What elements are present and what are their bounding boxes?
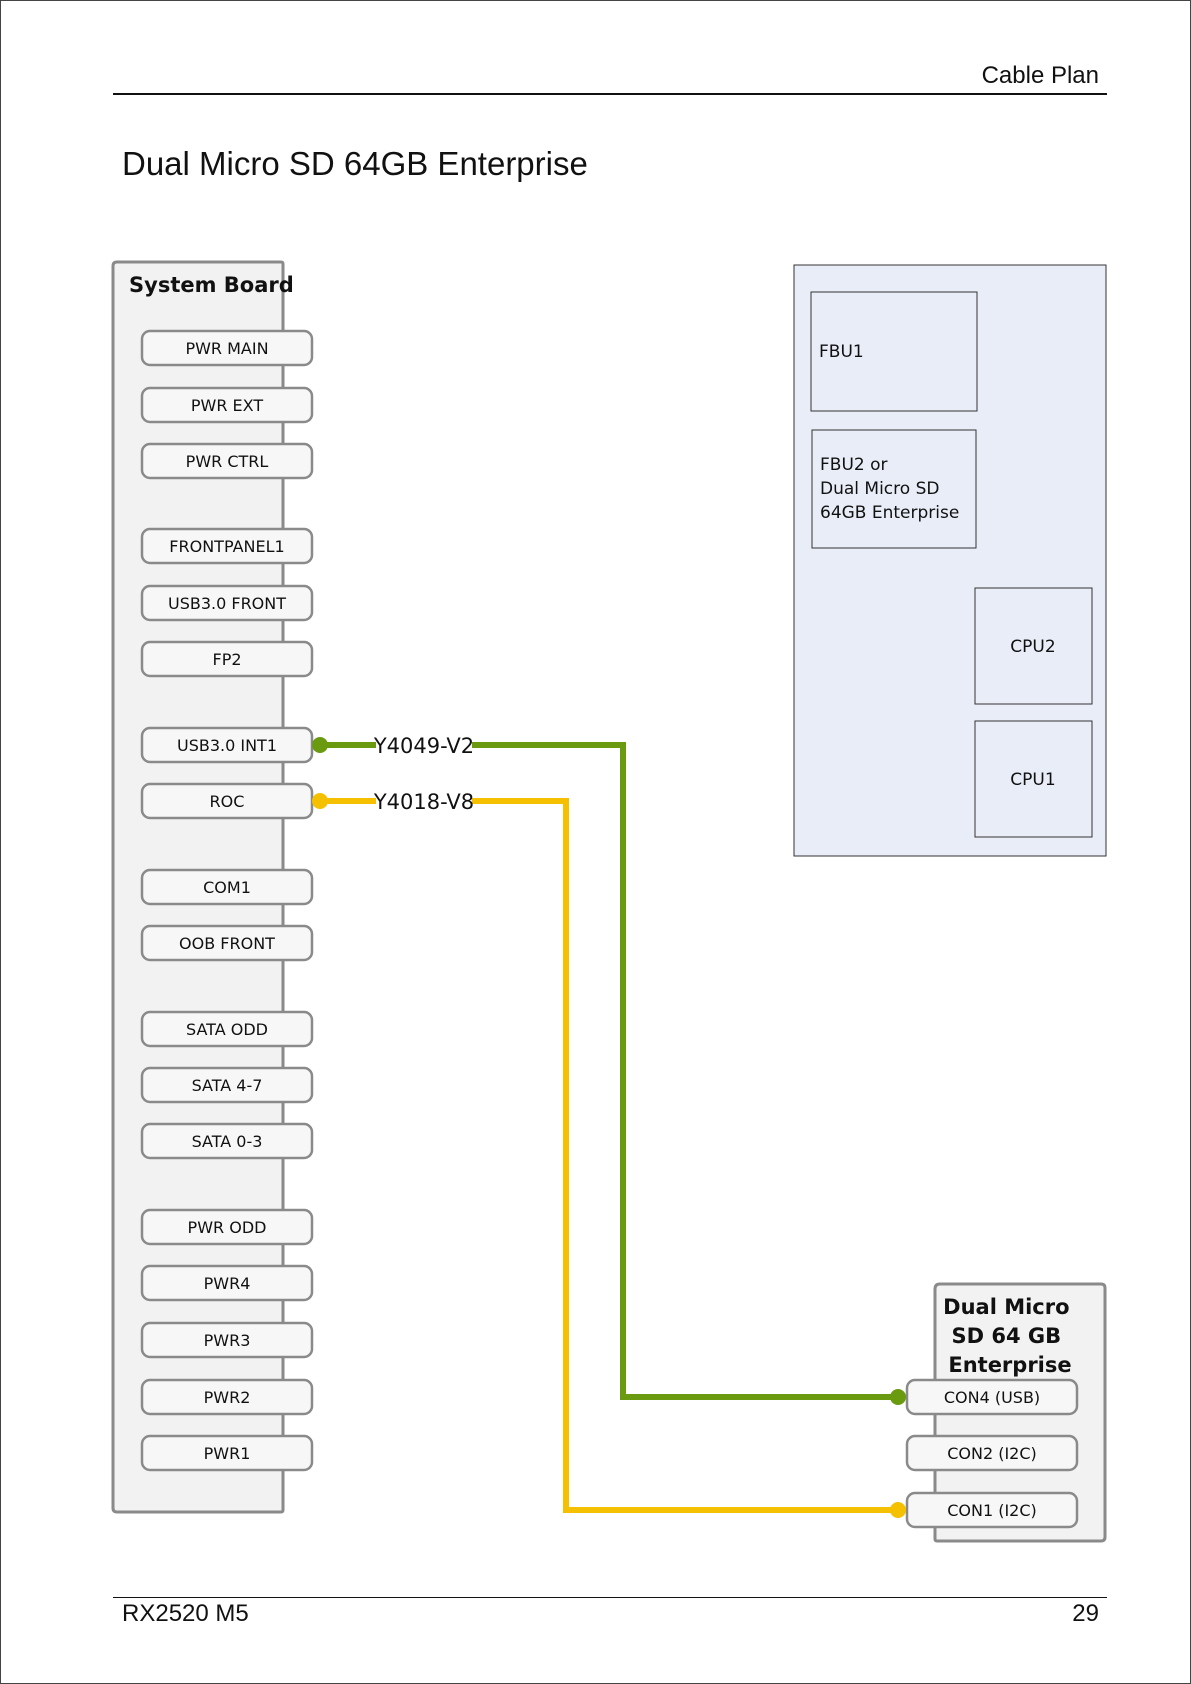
system-board-connector: SATA 4-7 bbox=[140, 1066, 314, 1104]
system-board: System Board PWR MAIN PWR EXT PWR CTRL FRON… bbox=[111, 260, 314, 1514]
cable-label: Y4049-V2 bbox=[373, 734, 474, 758]
system-board-connector-label: SATA 0-3 bbox=[192, 1132, 263, 1151]
fbu1-label: FBU1 bbox=[819, 342, 864, 362]
system-board-connector: FRONTPANEL1 bbox=[140, 527, 314, 565]
system-board-connector-label: PWR1 bbox=[204, 1444, 251, 1463]
module-title-line-1: Dual Micro bbox=[943, 1295, 1069, 1319]
system-board-connector: PWR1 bbox=[140, 1434, 314, 1472]
fbu2-line-3: 64GB Enterprise bbox=[820, 503, 959, 523]
system-board-connector: COM1 bbox=[140, 868, 314, 906]
module-connector: CON2 (I2C) bbox=[905, 1434, 1079, 1472]
cable-endpoint bbox=[890, 1389, 906, 1405]
system-board-connector-label: PWR2 bbox=[204, 1388, 251, 1407]
system-board-connector: PWR2 bbox=[140, 1378, 314, 1416]
system-board-connector-label: PWR MAIN bbox=[185, 339, 268, 358]
cpu1-label: CPU1 bbox=[1010, 770, 1055, 790]
system-board-connector-label: FRONTPANEL1 bbox=[169, 537, 284, 556]
footer-page-number: 29 bbox=[1072, 1600, 1099, 1627]
module-title-line-3: Enterprise bbox=[948, 1353, 1071, 1377]
fbu2-line-2: Dual Micro SD bbox=[820, 479, 939, 499]
cable-endpoint bbox=[890, 1502, 906, 1518]
module-connector: CON4 (USB) bbox=[905, 1378, 1079, 1416]
system-board-connector: OOB FRONT bbox=[140, 924, 314, 962]
system-board-connector-label: OOB FRONT bbox=[179, 934, 275, 953]
header-rule bbox=[113, 93, 1107, 95]
cpu1-socket: CPU1 bbox=[974, 720, 1093, 838]
system-board-connector-label: USB3.0 FRONT bbox=[168, 594, 286, 613]
system-board-connector-label: SATA ODD bbox=[186, 1020, 268, 1039]
module-connector: CON1 (I2C) bbox=[905, 1491, 1079, 1529]
system-board-connector-label: PWR4 bbox=[204, 1274, 251, 1293]
fbu2-label: FBU2 or Dual Micro SD 64GB Enterprise bbox=[820, 455, 959, 523]
system-board-connector: PWR3 bbox=[140, 1321, 314, 1359]
system-board-connector-label: SATA 4-7 bbox=[192, 1076, 263, 1095]
module-title: Dual Micro SD 64 GB Enterprise bbox=[943, 1295, 1077, 1377]
cable-y4049-v2: Y4049-V2 bbox=[312, 731, 906, 1405]
fbu1-slot: FBU1 bbox=[810, 291, 978, 412]
system-board-connector-label: USB3.0 INT1 bbox=[177, 736, 277, 755]
system-board-connector-label: FP2 bbox=[212, 650, 241, 669]
cable-label: Y4018-V8 bbox=[373, 790, 474, 814]
module-connector-label: CON1 (I2C) bbox=[947, 1501, 1037, 1520]
dual-micro-sd-module: Dual Micro SD 64 GB Enterprise CON4 (USB… bbox=[905, 1282, 1107, 1543]
system-board-title: System Board bbox=[129, 273, 294, 297]
system-board-connector: FP2 bbox=[140, 640, 314, 678]
module-title-line-2: SD 64 GB bbox=[952, 1324, 1062, 1348]
fbu2-line-1: FBU2 or bbox=[820, 455, 888, 475]
system-board-connector-label: ROC bbox=[210, 792, 245, 811]
footer-rule bbox=[113, 1597, 1107, 1598]
system-board-connector: PWR EXT bbox=[140, 386, 314, 424]
system-board-connector: USB3.0 FRONT bbox=[140, 584, 314, 622]
cable-endpoint bbox=[312, 793, 328, 809]
cpu2-label: CPU2 bbox=[1010, 637, 1055, 657]
header-section-title: Cable Plan bbox=[981, 62, 1099, 89]
cable-endpoint bbox=[312, 737, 328, 753]
system-board-connector: PWR CTRL bbox=[140, 442, 314, 480]
module-connector-label: CON4 (USB) bbox=[944, 1388, 1040, 1407]
system-board-connector-label: PWR CTRL bbox=[186, 452, 269, 471]
system-board-connector-label: PWR3 bbox=[204, 1331, 251, 1350]
system-board-connector-label: PWR EXT bbox=[191, 396, 263, 415]
chassis-overview: FBU1 FBU2 or Dual Micro SD 64GB Enterpri… bbox=[793, 264, 1107, 857]
system-board-connector-label: PWR ODD bbox=[188, 1218, 267, 1237]
cable-y4018-v8: Y4018-V8 bbox=[312, 787, 906, 1518]
page-title: Dual Micro SD 64GB Enterprise bbox=[122, 145, 588, 182]
module-connector-label: CON2 (I2C) bbox=[947, 1444, 1037, 1463]
system-board-connector: PWR4 bbox=[140, 1264, 314, 1302]
system-board-connector: PWR ODD bbox=[140, 1208, 314, 1246]
system-board-connector: SATA ODD bbox=[140, 1010, 314, 1048]
system-board-connector: SATA 0-3 bbox=[140, 1122, 314, 1160]
cpu2-socket: CPU2 bbox=[974, 587, 1093, 705]
system-board-connector: ROC bbox=[140, 782, 314, 820]
footer-model: RX2520 M5 bbox=[122, 1600, 249, 1627]
system-board-connector: PWR MAIN bbox=[140, 329, 314, 367]
fbu2-slot: FBU2 or Dual Micro SD 64GB Enterprise bbox=[811, 429, 977, 549]
system-board-connector: USB3.0 INT1 bbox=[140, 726, 314, 764]
system-board-connector-label: COM1 bbox=[203, 878, 251, 897]
